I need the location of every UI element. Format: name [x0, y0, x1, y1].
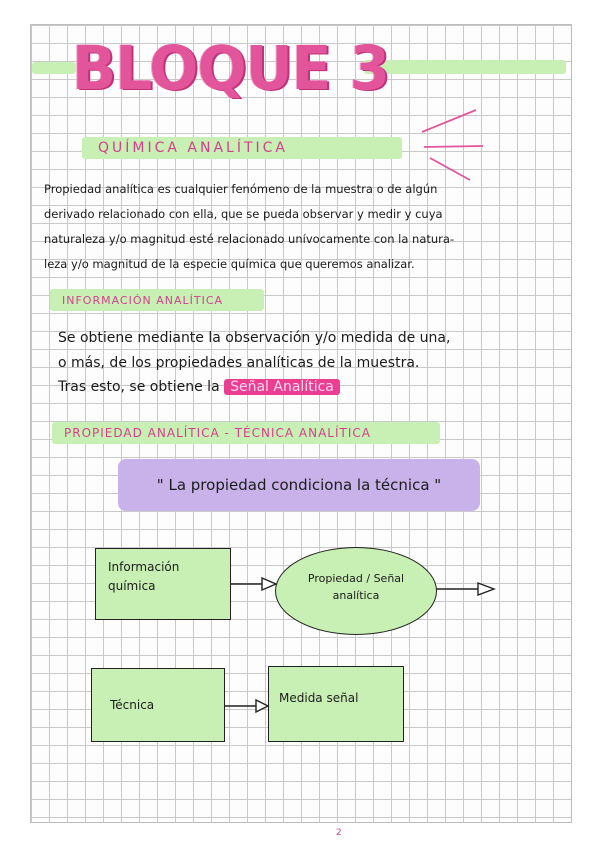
definition-line: derivado relacionado con ella, que se pu…	[44, 207, 443, 221]
ellipse-label: Propiedad / Señal analítica	[307, 572, 405, 603]
quote-text: " La propiedad condiciona la técnica "	[156, 476, 442, 494]
info-heading-band	[50, 289, 264, 311]
info-line-prefix: Tras esto, se obtiene la	[58, 379, 220, 395]
property-heading-band	[52, 422, 440, 444]
definition-line: leza y/o magnitud de la especie química …	[44, 257, 415, 271]
page-number-mark: 2	[336, 828, 342, 838]
box-informacion-label: Información química	[108, 560, 180, 593]
ellipse-propiedad-senal: Propiedad / Señal analítica	[275, 547, 437, 635]
box-informacion-quimica: Información química	[95, 548, 231, 620]
info-line-last: Tras esto, se obtiene la Señal Analítica	[58, 379, 340, 395]
section-heading-property: PROPIEDAD ANALÍTICA - TÉCNICA ANALÍTICA	[64, 426, 371, 440]
box-tecnica: Técnica	[91, 668, 225, 742]
highlight-senal-analitica: Señal Analítica	[224, 379, 340, 395]
subtitle-band	[82, 137, 402, 159]
section-heading-quimica: QUÍMICA ANALÍTICA	[98, 140, 288, 156]
page-title: BLOQUE 3	[72, 32, 390, 104]
section-heading-info: INFORMACIÓN ANALÍTICA	[62, 294, 224, 307]
title-band-right	[364, 60, 566, 74]
definition-line: naturaleza y/o magnitud esté relacionado…	[44, 232, 455, 246]
box-medida-label: Medida señal	[279, 691, 359, 705]
title-band-left	[32, 62, 76, 74]
info-line: o más, de los propiedades analíticas de …	[58, 355, 420, 371]
definition-line: Propiedad analítica es cualquier fenómen…	[44, 182, 438, 196]
info-line: Se obtiene mediante la observación y/o m…	[58, 330, 451, 346]
box-medida-senal: Medida señal	[268, 666, 404, 742]
box-tecnica-label: Técnica	[110, 698, 155, 712]
quote-box: " La propiedad condiciona la técnica "	[118, 459, 480, 511]
